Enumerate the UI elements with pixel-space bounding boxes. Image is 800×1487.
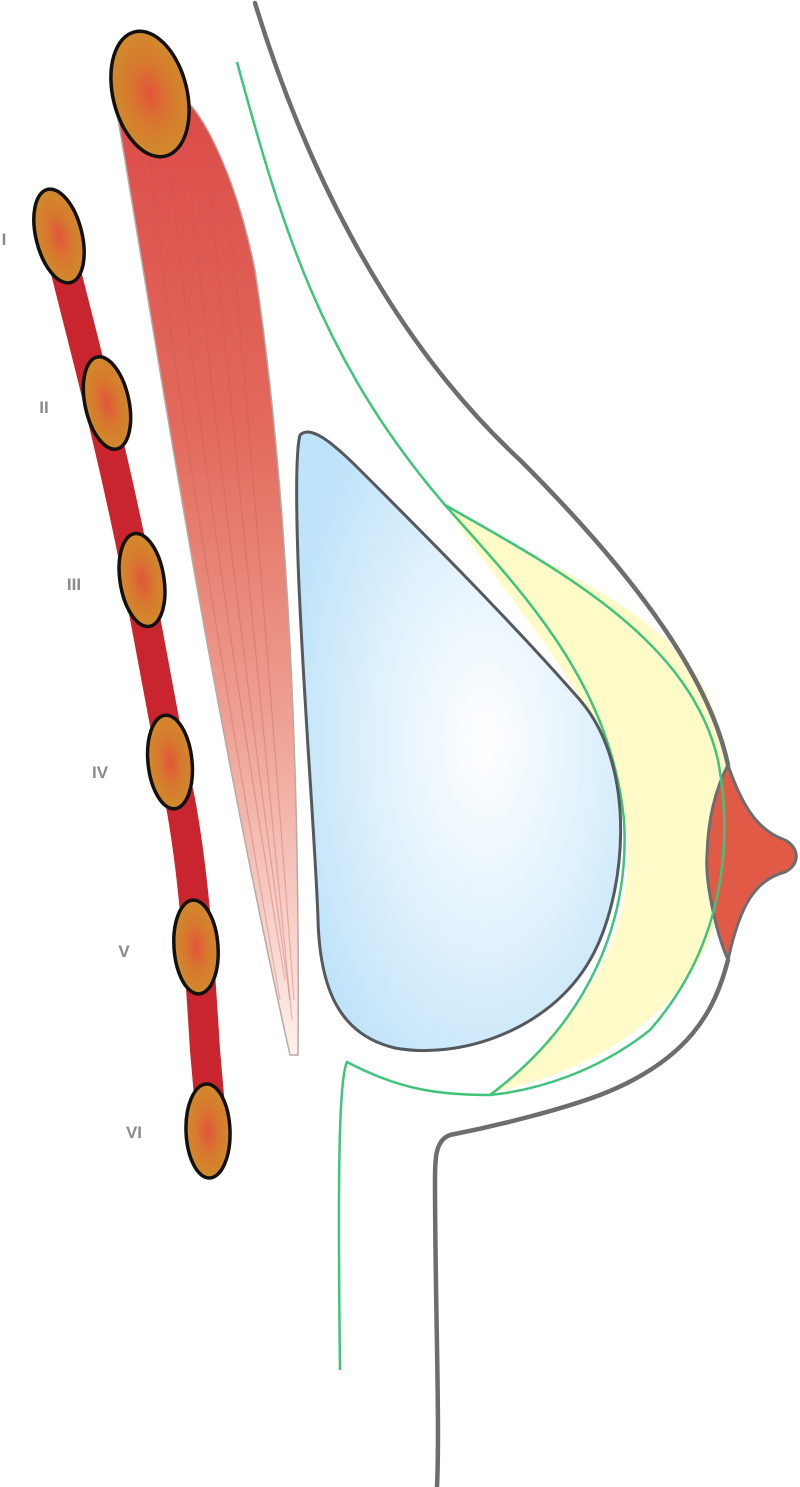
nipple <box>705 761 798 965</box>
ribs <box>32 187 232 1180</box>
rib-icon-2 <box>81 355 133 451</box>
rib-icon-6 <box>184 1082 232 1180</box>
rib-label-2: II <box>39 398 49 417</box>
rib-icon-5 <box>172 898 220 996</box>
rib-label-4: IV <box>91 763 109 782</box>
breast-implant <box>295 430 623 1053</box>
rib-icon-3 <box>117 531 167 629</box>
rib-label-3: III <box>66 575 82 594</box>
rib-label-5: V <box>118 942 130 961</box>
rib-label-6: VI <box>125 1123 143 1142</box>
skin-outline <box>252 0 731 1487</box>
clavicle-rib-icon <box>109 29 191 159</box>
pectoralis-muscle <box>112 89 299 1056</box>
rib-icon-4 <box>145 713 195 811</box>
rib-icon-1 <box>32 187 86 285</box>
rib-label-1: I <box>1 230 7 249</box>
fascia-lines <box>235 61 726 1371</box>
